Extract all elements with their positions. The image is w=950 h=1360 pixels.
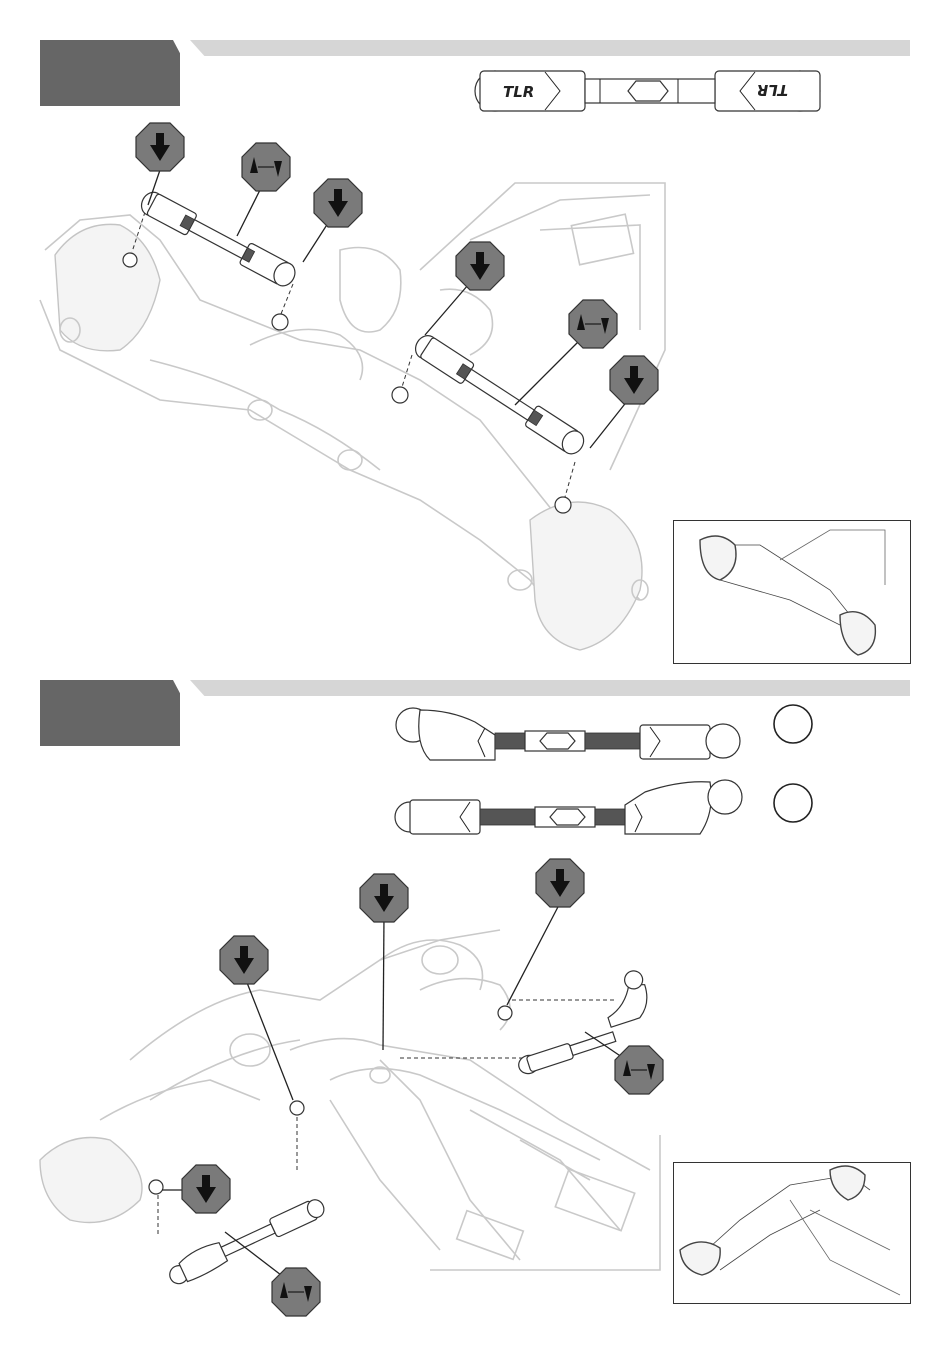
tie-rod-left-1 [138, 189, 299, 290]
chassis-outline-1 [40, 183, 665, 650]
adjust-length-icon [615, 1046, 663, 1094]
steering-rod-callout-b [395, 780, 742, 834]
tie-rod-callout: TLR TLR [475, 71, 820, 111]
tie-rod-logo-right: TLR [757, 81, 788, 99]
adjust-length-icon [569, 300, 617, 348]
push-down-icon [360, 874, 408, 922]
push-down-icon [136, 123, 184, 171]
tie-rod-logo-left: TLR [503, 83, 534, 101]
push-down-icon [182, 1165, 230, 1213]
ball-studs-1 [123, 212, 575, 513]
push-down-icon [314, 179, 362, 227]
overview-thumbnail-1 [700, 530, 885, 655]
push-down-icon [456, 242, 504, 290]
adjust-length-icon [272, 1268, 320, 1316]
push-down-icon [610, 356, 658, 404]
adjust-length-icon [242, 143, 290, 191]
steering-rod-callout-a [396, 708, 740, 760]
orientation-circle-icon [774, 705, 812, 743]
push-down-icon [220, 936, 268, 984]
push-down-icon [536, 859, 584, 907]
orientation-circle-icon [774, 784, 812, 822]
tie-rod-right-1 [411, 332, 588, 458]
overview-thumbnail-2 [680, 1166, 900, 1295]
chassis-outline-2 [40, 930, 660, 1270]
